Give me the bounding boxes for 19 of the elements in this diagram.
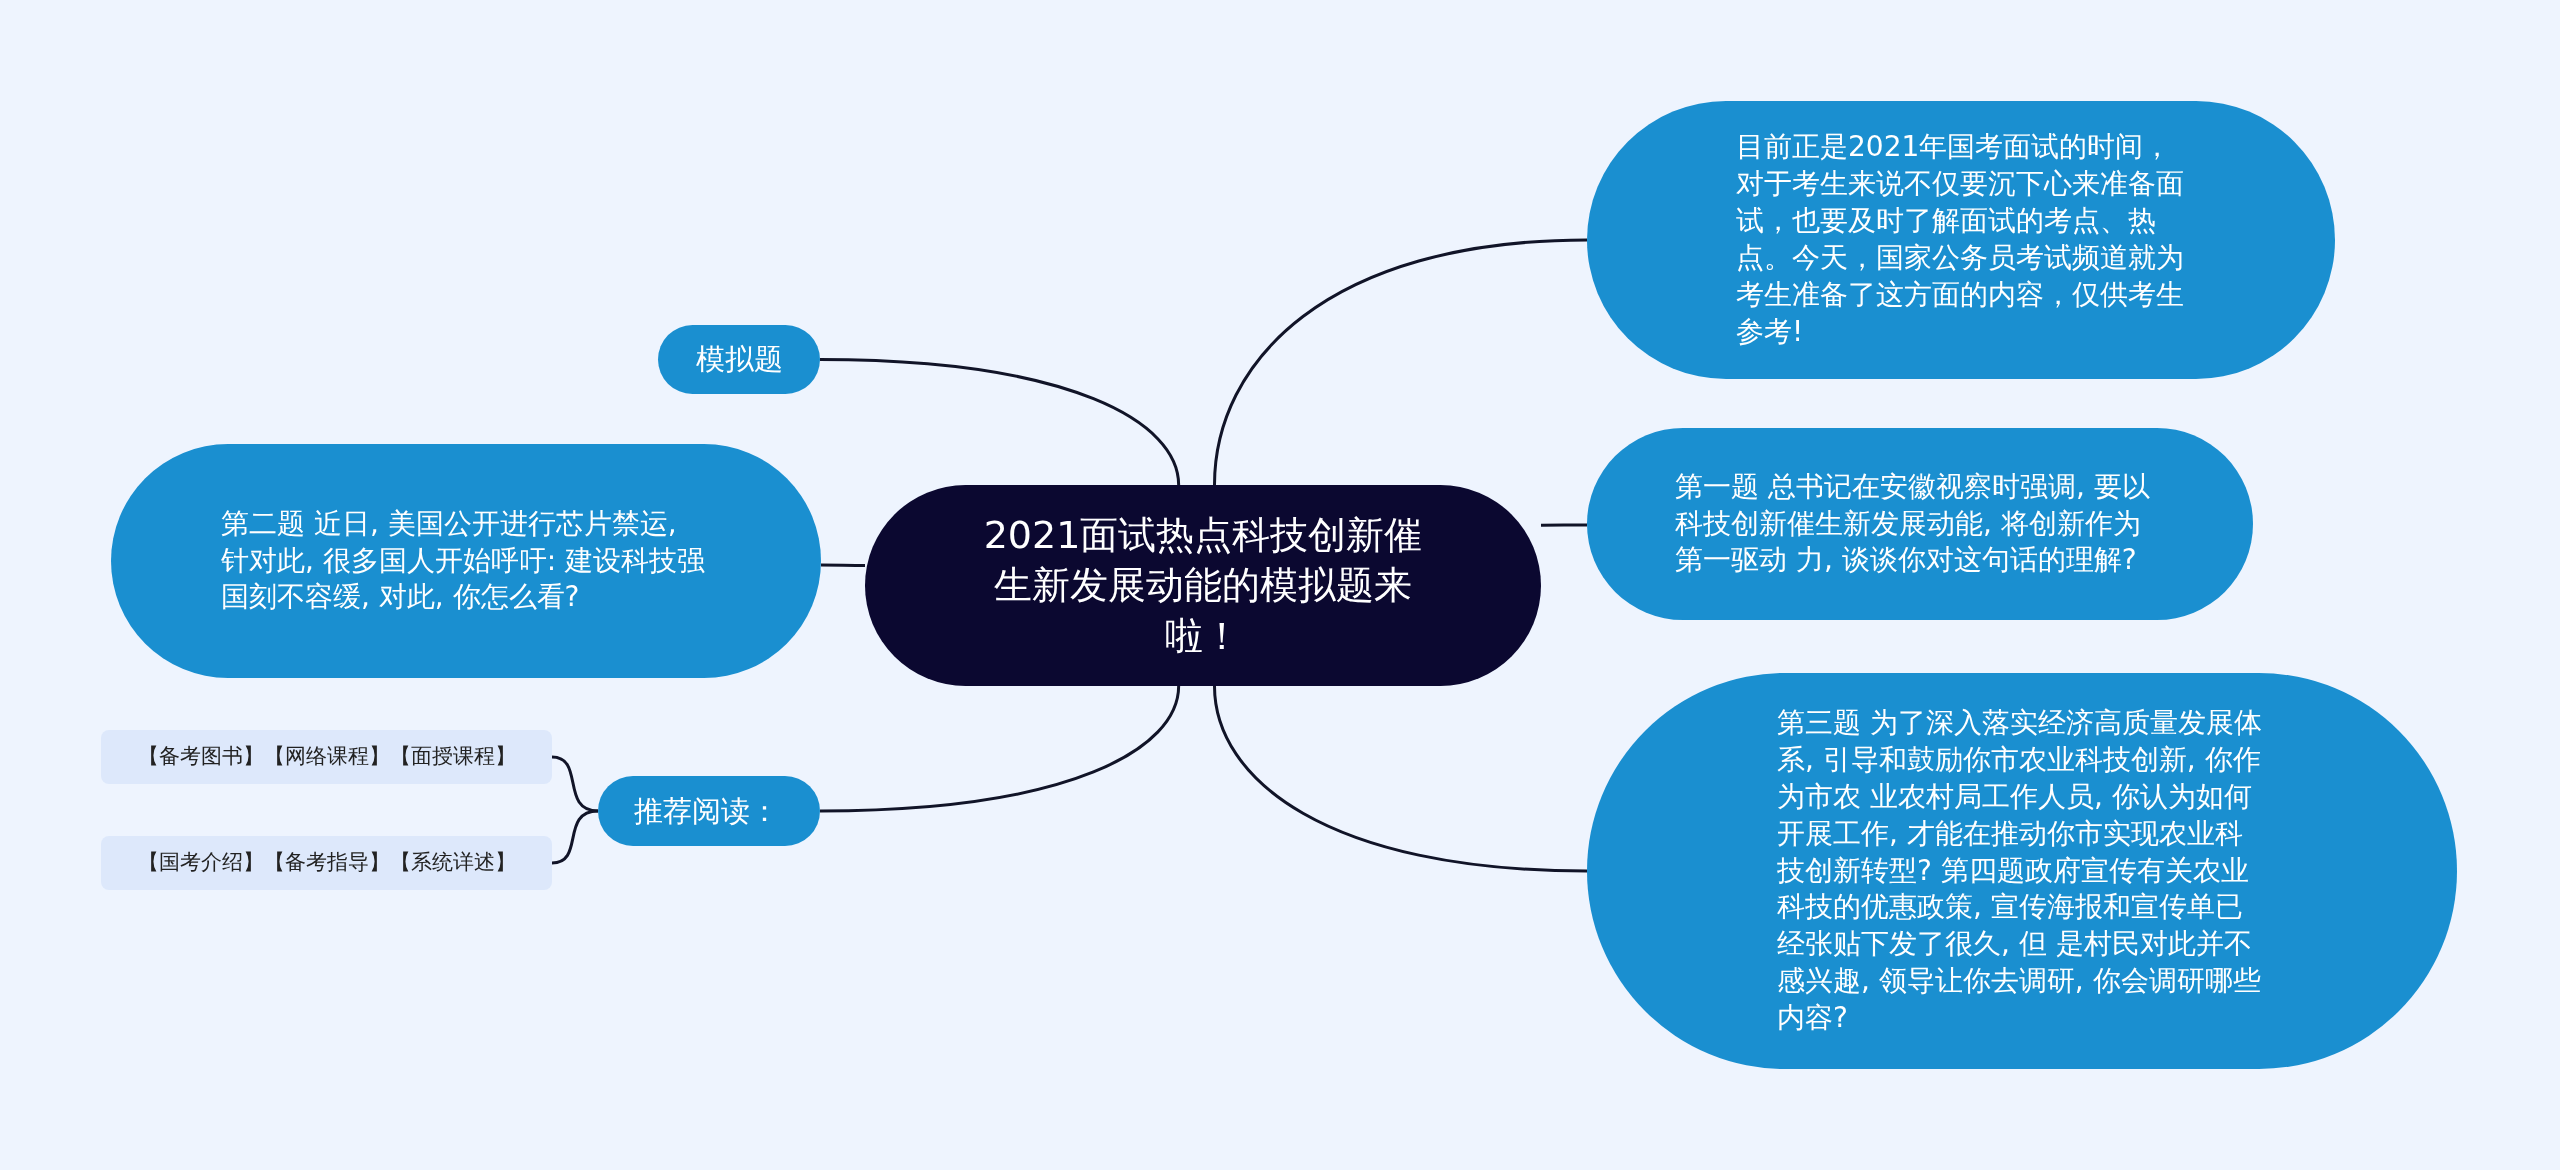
connector-line: [551, 809, 599, 865]
topic-text: 模拟题: [694, 341, 784, 379]
connector-line: [1213, 685, 1588, 873]
central-topic-text: 2021面试热点科技创新催生新发展动能的模拟题来啦！: [982, 512, 1424, 660]
connector-line: [551, 755, 599, 813]
reading-links-text: 【备考图书】【网络课程】【面授课程】: [136, 743, 517, 771]
connector-line: [819, 358, 1181, 486]
connector-line: [819, 685, 1181, 813]
topic-text: 第三题 为了深入落实经济高质量发展体系, 引导和鼓励你市农业科技创新, 你作为市农 业农村局工作人员, 你认为如何开展工作, 才能在推动你市实现农业科技创新转型? 第四题政府宣传有关农业科技的优惠政策, 宣传海报和宣传单已经张贴下发了很久, 但 是村民对此并不感兴趣, 领导让你去调研, 你会调研哪些内容?: [1777, 704, 2263, 1037]
topic-text: 第一题 总书记在安徽视察时强调, 要以科技创新催生新发展动能, 将创新作为第一驱动 力, 谈谈你对这句话的理解?: [1675, 468, 2151, 579]
connector-line: [1213, 238, 1588, 486]
topic-text: 推荐阅读：: [634, 792, 780, 830]
link-list-box: [101, 730, 552, 784]
reading-links-text: 【国考介绍】【备考指导】【系统详述】: [136, 849, 517, 877]
connector-line: [1541, 523, 1587, 527]
connector-line: [821, 563, 865, 567]
topic-text: 目前正是2021年国考面试的时间，对于考生来说不仅要沉下心来准备面试，也要及时了解面试的考点、热点。今天，国家公务员考试频道就为考生准备了这方面的内容，仅供考生参考!: [1736, 129, 2185, 350]
topic-text: 第二题 近日, 美国公开进行芯片禁运, 针对此, 很多国人开始呼吁: 建设科技强国刻不容缓, 对此, 你怎么看?: [221, 505, 707, 616]
link-list-box: [101, 836, 552, 890]
